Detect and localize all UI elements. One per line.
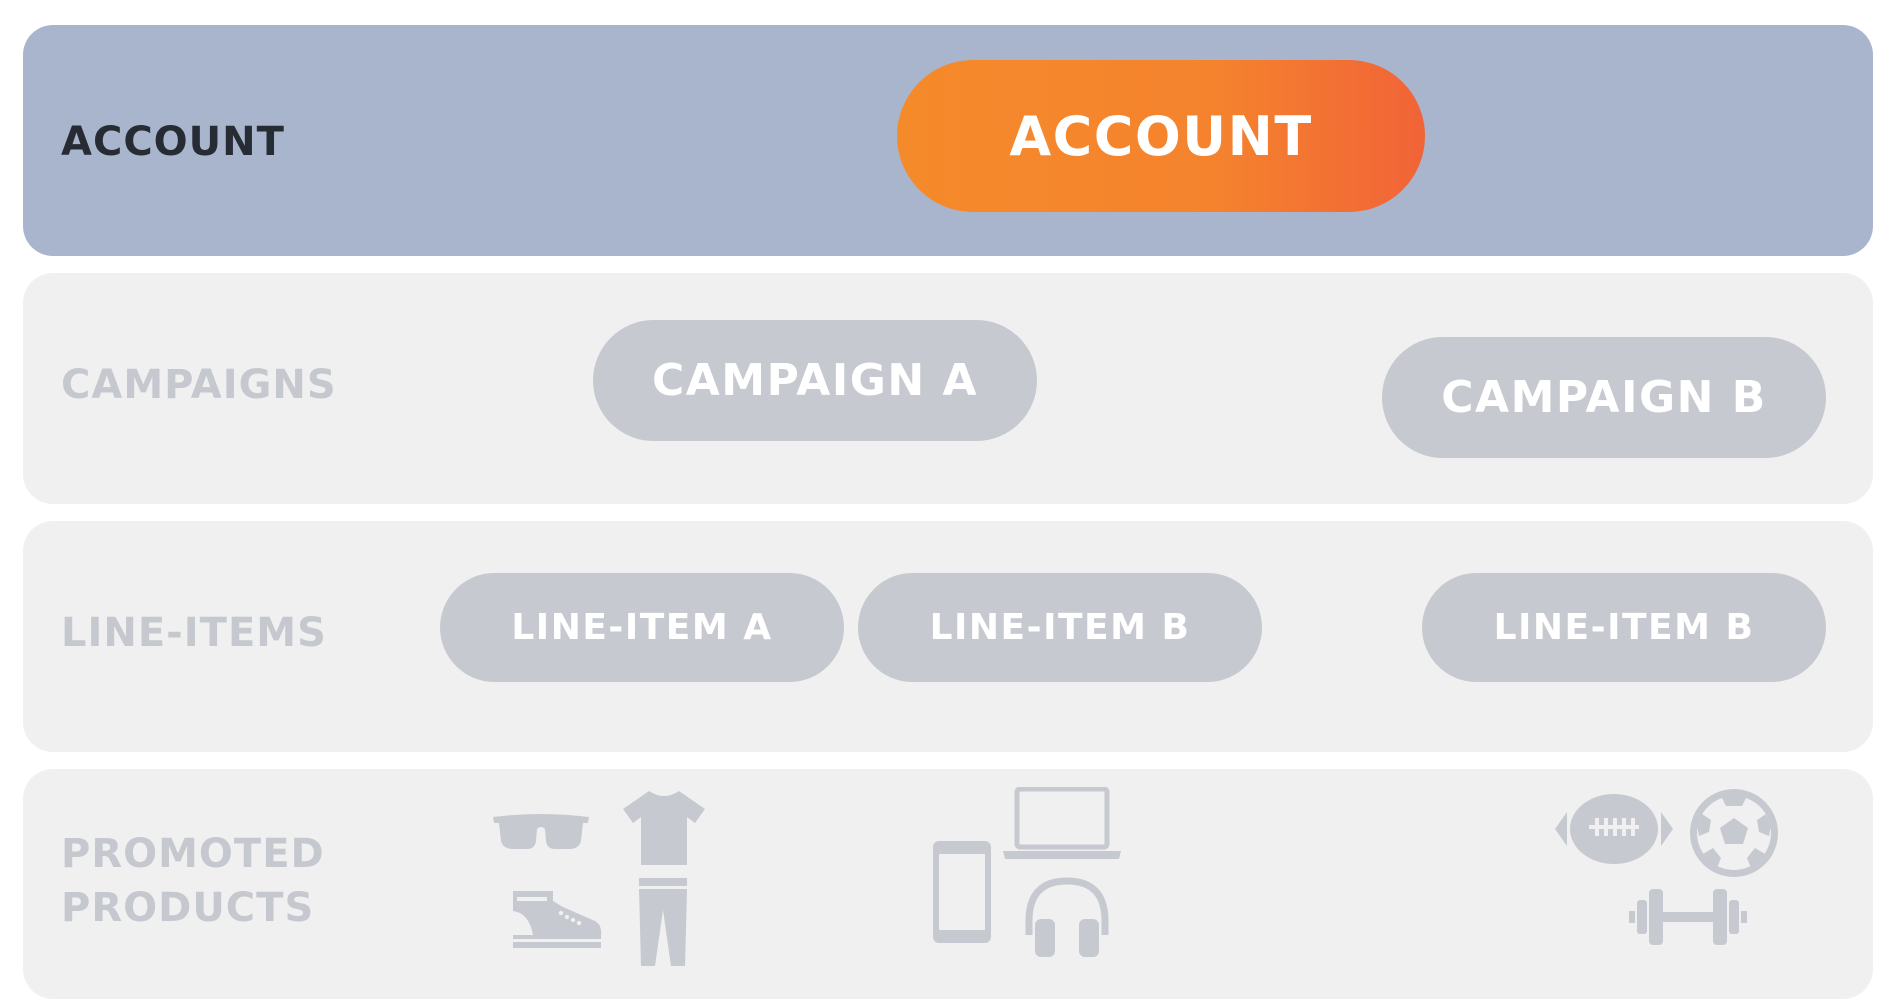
- campaign-a-pill[interactable]: CAMPAIGN A: [593, 320, 1037, 441]
- tablet-icon: [933, 841, 991, 943]
- headphones-icon: [1021, 875, 1113, 959]
- soccer-ball-icon: [1687, 786, 1781, 880]
- line-items-row-label: LINE-ITEMS: [61, 610, 327, 656]
- dumbbell-icon: [1627, 886, 1749, 948]
- promoted-products-row: PROMOTED PRODUCTS: [23, 769, 1873, 999]
- campaigns-row-label: CAMPAIGNS: [61, 362, 337, 408]
- campaign-b-pill[interactable]: CAMPAIGN B: [1382, 337, 1826, 458]
- pants-icon: [637, 876, 689, 968]
- line-item-b-second-pill[interactable]: LINE-ITEM B: [1422, 573, 1826, 682]
- promoted-products-row-label: PROMOTED PRODUCTS: [61, 827, 325, 935]
- sunglasses-icon: [491, 811, 591, 851]
- account-row: ACCOUNT ACCOUNT: [23, 25, 1873, 256]
- account-row-label: ACCOUNT: [61, 119, 285, 165]
- sneaker-icon: [507, 887, 603, 949]
- line-item-b-pill[interactable]: LINE-ITEM B: [858, 573, 1262, 682]
- football-icon: [1553, 792, 1675, 866]
- promoted-products-label-line-1: PROMOTED: [61, 831, 325, 877]
- laptop-icon: [1001, 787, 1123, 861]
- line-items-row: LINE-ITEMS LINE-ITEM A LINE-ITEM B LINE-…: [23, 521, 1873, 752]
- account-pill[interactable]: ACCOUNT: [897, 60, 1425, 212]
- promoted-products-label-line-2: PRODUCTS: [61, 885, 315, 931]
- campaigns-row: CAMPAIGNS CAMPAIGN A CAMPAIGN B: [23, 273, 1873, 504]
- tshirt-icon: [621, 789, 707, 865]
- line-item-a-pill[interactable]: LINE-ITEM A: [440, 573, 844, 682]
